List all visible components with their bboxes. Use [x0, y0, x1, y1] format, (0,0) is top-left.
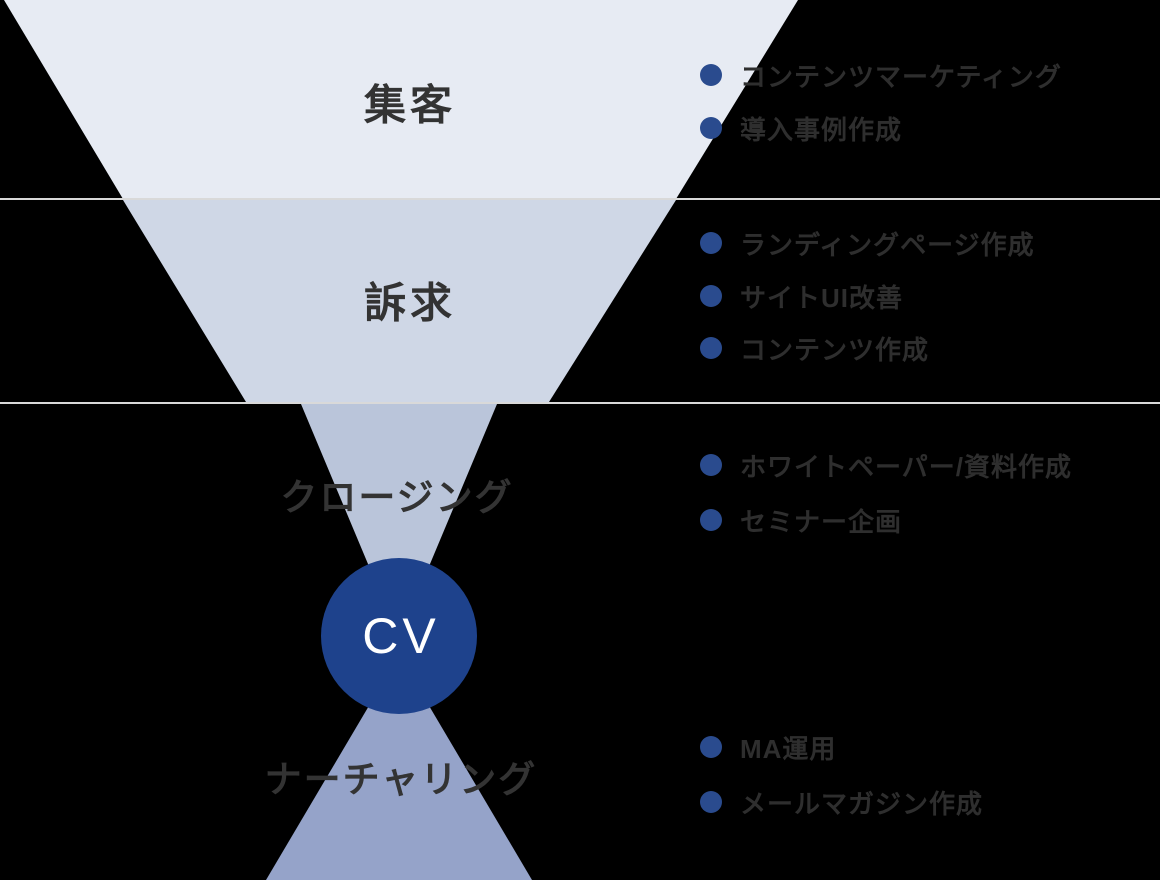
task-item: メールマガジン作成: [700, 784, 983, 820]
task-item-label: コンテンツマーケティング: [740, 61, 1062, 92]
task-item: セミナー企画: [700, 502, 902, 538]
task-item: コンテンツマーケティング: [700, 57, 1062, 93]
bullet-icon: [700, 736, 722, 758]
bullet-icon: [700, 337, 722, 359]
task-item-label: 導入事例作成: [740, 114, 903, 145]
bullet-icon: [700, 509, 722, 531]
bullet-icon: [700, 285, 722, 307]
task-item-label: コンテンツ作成: [740, 334, 930, 365]
task-item: コンテンツ作成: [700, 330, 929, 366]
task-item-label: セミナー企画: [740, 506, 903, 537]
bullet-icon: [700, 791, 722, 813]
bullet-icon: [700, 117, 722, 139]
bullet-icon: [700, 454, 722, 476]
divider-line-1: [0, 198, 1160, 200]
task-item: 導入事例作成: [700, 110, 902, 146]
cv-badge-label: CV: [362, 608, 440, 664]
task-item-label: ランディングページ作成: [740, 229, 1035, 260]
task-item: MA運用: [700, 729, 836, 765]
task-item: ランディングページ作成: [700, 225, 1035, 261]
stage-label-nurturing: ナーチャリング: [264, 759, 538, 800]
task-item-label: ホワイトペーパー/資料作成: [740, 451, 1072, 482]
stage-label-attract: 集客: [363, 81, 457, 129]
funnel-stage-closing-shape: [301, 404, 497, 638]
task-item-label: MA運用: [740, 733, 837, 764]
task-item: ホワイトペーパー/資料作成: [700, 447, 1072, 483]
task-item-label: メールマガジン作成: [740, 788, 984, 819]
divider-line-2: [0, 402, 1160, 404]
bullet-icon: [700, 232, 722, 254]
stage-label-closing: クロージング: [280, 477, 514, 518]
funnel-stage-attract-shape: [4, 0, 798, 199]
cv-badge: CV: [321, 558, 477, 714]
bullet-icon: [700, 64, 722, 86]
task-item: サイトUI改善: [700, 278, 903, 314]
stage-label-appeal: 訴求: [363, 279, 457, 327]
funnel-nurturing-cone-shape: [266, 655, 532, 880]
task-item-label: サイトUI改善: [740, 282, 904, 313]
